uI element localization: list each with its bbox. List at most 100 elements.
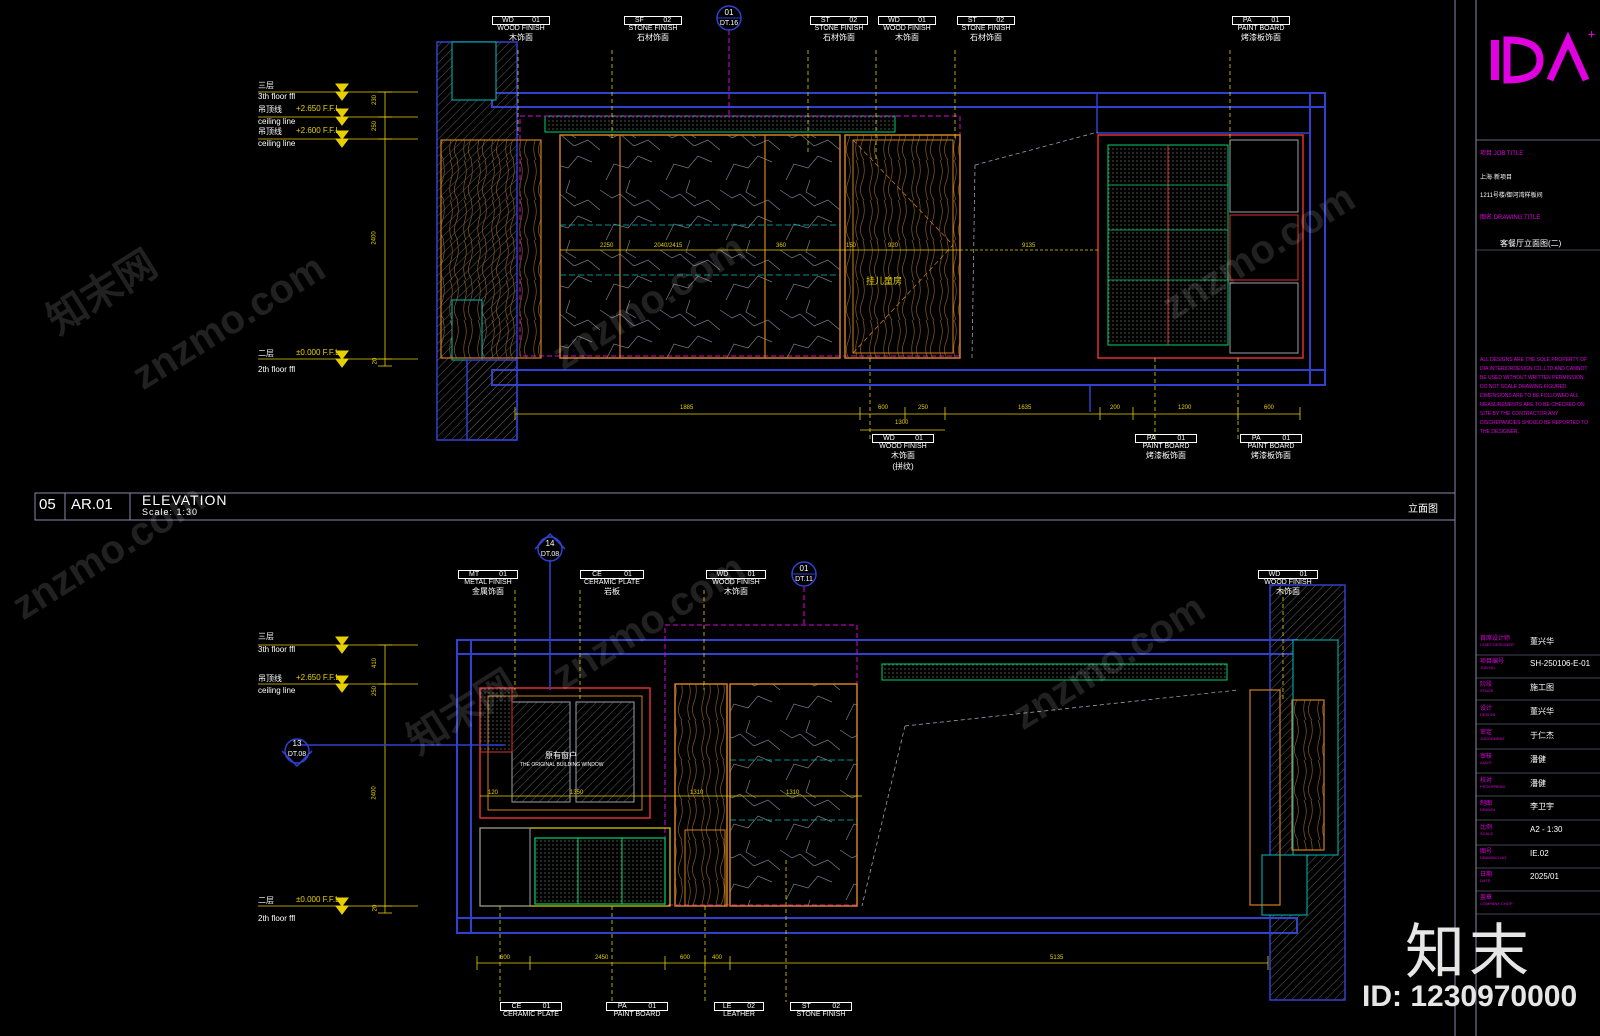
tb-row-label: 审核 bbox=[1480, 754, 1493, 760]
section-bar bbox=[34, 492, 1456, 521]
level-label: ceiling line bbox=[258, 117, 296, 126]
detail-callout-bottom bbox=[791, 561, 817, 587]
dimension: 250 bbox=[372, 120, 379, 132]
dimension: 1200 bbox=[1178, 405, 1192, 411]
level-value: +2.600 F.F.L bbox=[296, 126, 340, 135]
tb-row-value: 潘健 bbox=[1530, 779, 1546, 788]
section-title: ELEVATION bbox=[142, 492, 228, 508]
section-callout-13 bbox=[281, 738, 313, 768]
level-value: +2.650 F.F.L bbox=[296, 104, 340, 113]
window-label: 原有窗户 bbox=[545, 751, 577, 760]
section-title-cn: 立面图 bbox=[1408, 504, 1438, 515]
tb-row-label-en: AUDIT bbox=[1480, 760, 1492, 765]
dimension: 200 bbox=[1110, 405, 1121, 411]
dimension: 150 bbox=[846, 243, 857, 249]
tb-row-value: IE.02 bbox=[1530, 849, 1549, 858]
dimension: 20 bbox=[372, 904, 379, 912]
tb-row-value: 施工图 bbox=[1530, 683, 1554, 692]
dia-logo: + bbox=[1491, 27, 1595, 84]
callout-number: 01 bbox=[799, 564, 809, 573]
callout-ref: DT.16 bbox=[719, 20, 739, 27]
dimension: 5135 bbox=[1050, 955, 1064, 961]
tb-row-label: 首席设计师 bbox=[1480, 636, 1511, 642]
level-label: ceiling line bbox=[258, 139, 296, 148]
tb-row-label-en: DRAWING NO. bbox=[1480, 855, 1508, 860]
tb-row-label: 项目编号 bbox=[1480, 659, 1505, 665]
dimension: 1300 bbox=[895, 420, 909, 426]
callout-ref: DT.11 bbox=[795, 576, 813, 583]
dimension: 20 bbox=[372, 357, 379, 365]
callout-ref: DT.08 bbox=[287, 751, 307, 758]
tb-project-line: 1211号楼/御河湾样板间 bbox=[1480, 193, 1543, 199]
title-block-grid bbox=[1476, 249, 1600, 915]
level-value: ±0.000 F.F.L bbox=[296, 348, 340, 357]
tb-row-value: 2025/01 bbox=[1530, 872, 1559, 881]
level-label: ceiling line bbox=[258, 686, 296, 695]
tb-row-label: 图号 bbox=[1480, 849, 1493, 855]
level-label: 3th floor ffl bbox=[258, 645, 296, 654]
level-label: 三层 bbox=[258, 81, 274, 90]
tb-row-label-en: JUDGEMENT bbox=[1480, 736, 1505, 741]
tb-row-label-en: DRAWN bbox=[1480, 807, 1495, 812]
tb-row-value: A2 - 1:30 bbox=[1530, 825, 1563, 834]
dimension: 120 bbox=[488, 790, 499, 796]
svg-text:+: + bbox=[1588, 27, 1595, 41]
dimension: 2040/2415 bbox=[654, 243, 683, 249]
tb-row-label: 阶段 bbox=[1480, 682, 1493, 688]
level-label: 2th floor ffl bbox=[258, 914, 296, 923]
callout-number: 01 bbox=[724, 8, 734, 17]
dimension: 250 bbox=[372, 685, 379, 697]
door-label: 挂儿童房 bbox=[866, 276, 903, 286]
dimension: 1310 bbox=[690, 790, 704, 796]
section-sheet: AR.01 bbox=[71, 496, 113, 513]
dimension: 920 bbox=[888, 243, 899, 249]
dimension: 1635 bbox=[1018, 405, 1032, 411]
tb-row-label: 审定 bbox=[1480, 730, 1493, 736]
bottom-elevation bbox=[258, 560, 1346, 1002]
dimension: 1350 bbox=[570, 790, 584, 796]
tb-row-label-en: COMPANY CHOP bbox=[1480, 901, 1513, 906]
dimension: 1885 bbox=[680, 405, 694, 411]
dimension: 2400 bbox=[371, 786, 378, 800]
dimension: 250 bbox=[918, 405, 929, 411]
dimension: 1310 bbox=[786, 790, 800, 796]
tb-row-label-en: PROOFREAD bbox=[1480, 784, 1506, 789]
tb-row-label-en: JOB NO. bbox=[1480, 665, 1497, 670]
level-label: 吊顶线 bbox=[258, 127, 282, 136]
detail-callout-top bbox=[716, 5, 742, 31]
tb-row-label: 比例 bbox=[1480, 825, 1493, 831]
dimension: 2400 bbox=[371, 231, 378, 245]
level-label: 吊顶线 bbox=[258, 674, 282, 683]
dimension: 600 bbox=[680, 955, 691, 961]
tb-row-value: 董兴华 bbox=[1530, 637, 1554, 646]
tb-row-label-en: DATE bbox=[1480, 878, 1491, 883]
section-scale: Scale: 1:30 bbox=[142, 507, 199, 517]
callout-number: 14 bbox=[545, 539, 555, 548]
tb-row-value: 董兴华 bbox=[1530, 707, 1554, 716]
level-value: ±0.000 F.F.L bbox=[296, 895, 340, 904]
section-callout-14 bbox=[534, 532, 566, 562]
level-label: 二层 bbox=[258, 349, 274, 358]
dimension: 2250 bbox=[600, 243, 614, 249]
tb-drawing-title: 客餐厅立面图(二) bbox=[1500, 239, 1562, 248]
